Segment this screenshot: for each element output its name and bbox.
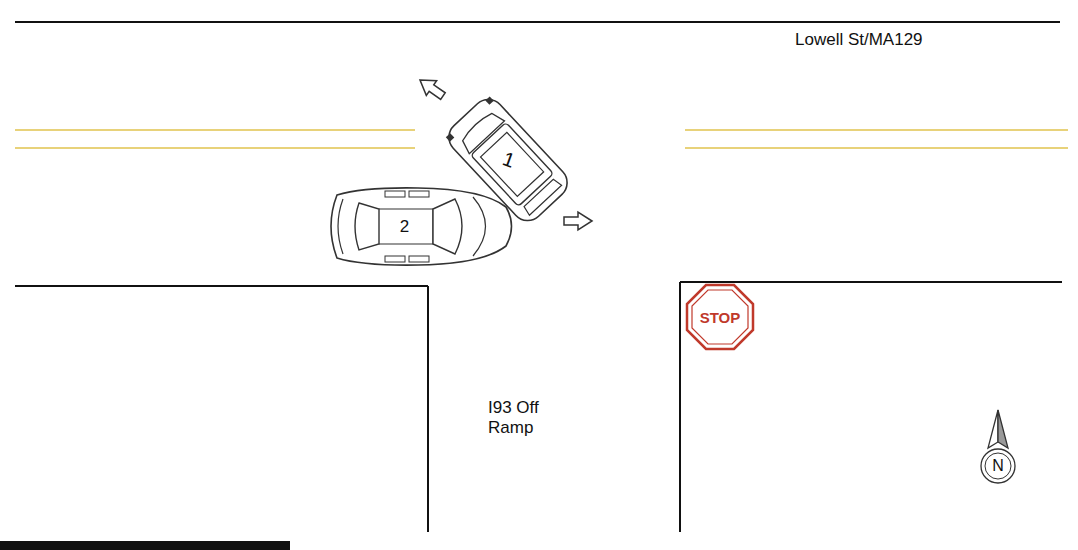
sign-text: STOP [700,309,741,326]
center-line [15,147,415,149]
ramp-edge [427,286,429,532]
vehicle-number: 2 [400,217,409,237]
north-letter: N [992,457,1004,475]
center-line [15,129,415,131]
redaction-bar [0,541,290,550]
ramp-edge [679,282,681,532]
ramp-name: I93 Off Ramp [488,398,558,439]
direction-arrow [564,212,592,230]
center-line [685,147,1068,149]
compass: N [975,408,1021,486]
center-line [685,129,1068,131]
vehicle-2: 2 [323,185,518,268]
car-outline [323,185,518,268]
direction-arrow [415,73,448,104]
road-edge [680,281,1062,283]
street-name: Lowell St/MA129 [795,30,995,50]
road-edge [15,21,1060,23]
north-arrow [975,408,1021,486]
stop-sign: STOP [685,283,755,351]
road-edge [15,285,428,287]
